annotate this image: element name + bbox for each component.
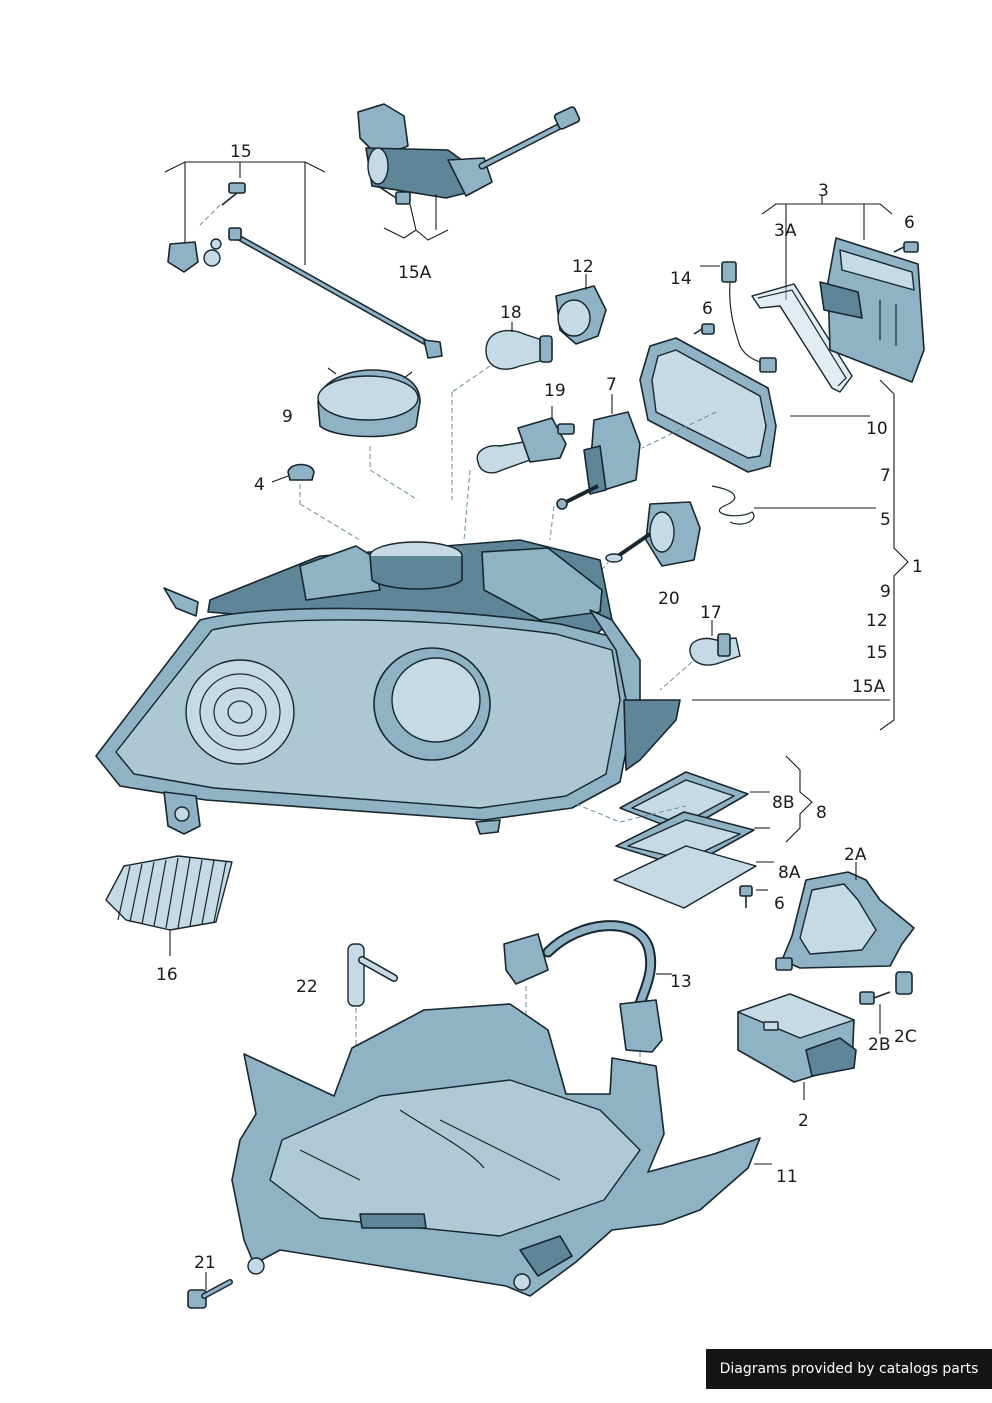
part-6-screw-mid: [693, 323, 715, 335]
callout-21: 21: [194, 1253, 216, 1273]
part-11-lower-housing: [231, 1003, 772, 1297]
callout-22: 22: [296, 977, 318, 997]
callout-2B: 2B: [868, 1035, 890, 1055]
callout-8B: 8B: [772, 793, 794, 813]
callout-8A: 8A: [778, 863, 801, 883]
part-2A-bracket: [775, 862, 915, 1034]
callout-18: 18: [500, 303, 522, 323]
part-16-grille-insert: [105, 855, 233, 956]
callout-2: 2: [798, 1111, 809, 1131]
callout-15: 15: [230, 142, 252, 162]
callout-6-low: 6: [774, 894, 785, 914]
callout-16: 16: [156, 965, 178, 985]
part-5-spring-clip: [711, 485, 876, 525]
group-1-item-12: 12: [866, 611, 888, 631]
callout-20: 20: [658, 589, 680, 609]
part-15-adjuster-rod: [164, 161, 443, 359]
part-13-wiring-harness: [503, 920, 672, 1072]
part-20-xenon-bulb: [575, 501, 701, 601]
callout-6-top: 6: [904, 213, 915, 233]
group-1-item-5: 5: [880, 510, 891, 530]
callout-7: 7: [606, 375, 617, 395]
callout-9: 9: [282, 407, 293, 427]
group-1-item-15: 15: [866, 643, 888, 663]
part-12-bulb-socket: [555, 274, 607, 345]
group-1-item-9: 9: [880, 582, 891, 602]
part-17-small-bulb: [659, 620, 741, 691]
group-1-item-15A: 15A: [852, 677, 886, 697]
part-9-cap: [317, 367, 421, 501]
callout-labels: 15 15A 3 3A 6 14 12 18 6 19 7 9 4 20 17 …: [156, 142, 923, 1273]
callout-19: 19: [544, 381, 566, 401]
part-2-control-module: [737, 993, 857, 1100]
group-1-item-7: 7: [880, 466, 891, 486]
callout-1: 1: [912, 557, 923, 577]
callout-13: 13: [670, 972, 692, 992]
callout-3: 3: [818, 181, 829, 201]
callout-6-mid: 6: [702, 299, 713, 319]
part-22-pin: [347, 943, 398, 1050]
group-1-item-10: 10: [866, 419, 888, 439]
callout-11: 11: [776, 1167, 798, 1187]
part-21-screw: [187, 1272, 233, 1309]
part-4-plug: [271, 463, 361, 541]
part-8-cover-set: [575, 755, 813, 909]
callout-2C: 2C: [894, 1027, 917, 1047]
callout-3A: 3A: [774, 221, 797, 241]
part-10-cover-frame: [639, 337, 870, 473]
callout-12: 12: [572, 257, 594, 277]
group-1-brace: [692, 379, 909, 731]
callout-4: 4: [254, 475, 265, 495]
callout-2A: 2A: [844, 845, 867, 865]
callout-15A: 15A: [398, 263, 432, 283]
callout-17: 17: [700, 603, 722, 623]
callout-14: 14: [670, 269, 692, 289]
part-14-cable-harness: [700, 261, 777, 373]
part-7-igniter: [549, 394, 641, 541]
part-15A-adjuster-assembly: [357, 103, 581, 241]
headlamp-housing: [95, 539, 681, 835]
part-18-bulb: [451, 322, 553, 500]
catalog-credit-badge: Diagrams provided by catalogs parts: [706, 1349, 992, 1389]
part-19-h7-bulb: [463, 406, 575, 541]
part-3-control-unit: [751, 196, 925, 393]
callout-8: 8: [816, 803, 827, 823]
